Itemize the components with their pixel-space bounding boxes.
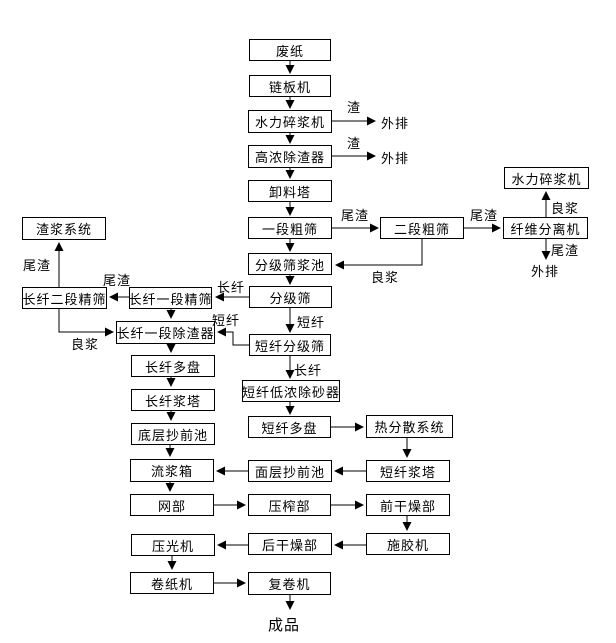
- node-sizing-machine: 施胶机: [366, 533, 450, 555]
- node-hydraulic-pulper-2: 水力碎浆机: [504, 167, 589, 189]
- edge-label-good-pulp-1: 良浆: [371, 271, 400, 286]
- node-high-consistency-cleaner: 高浓除渣器: [248, 145, 332, 168]
- node-discharge-outlet-2: 外排: [381, 152, 410, 167]
- node-chain-plate-machine: 链板机: [249, 75, 331, 97]
- flow-arrow: [58, 309, 114, 337]
- edge-label-long-fiber-2: 长纤: [294, 364, 323, 379]
- node-pre-dryer-section: 前干燥部: [366, 494, 450, 516]
- node-grading-screen-pulp-pool: 分级筛浆池: [248, 253, 332, 275]
- flow-arrow: [217, 327, 249, 346]
- node-surface-layer-machine-chest: 面层抄前池: [248, 460, 332, 482]
- edge-label-tail-slag-2: 尾渣: [470, 209, 499, 224]
- node-grading-screen: 分级筛: [249, 286, 332, 308]
- edge-label-tail-slag-5: 尾渣: [103, 274, 132, 289]
- node-long-fiber-multi-disc: 长纤多盘: [131, 355, 215, 377]
- node-fiber-separator: 纤维分离机: [503, 217, 588, 239]
- node-short-fiber-grading-screen: 短纤分级筛: [249, 334, 331, 356]
- node-long-fiber-fine-screen-stage1: 长纤一段精筛: [129, 287, 212, 309]
- node-hydraulic-pulper: 水力碎浆机: [248, 110, 332, 133]
- edge-label-slag-1: 渣: [347, 101, 362, 116]
- node-wire-section: 网部: [130, 494, 214, 516]
- node-heat-dispersion-system: 热分散系统: [366, 415, 453, 438]
- edge-label-short-fiber-1: 短纤: [212, 314, 241, 329]
- edge-label-long-fiber-1: 长纤: [217, 281, 246, 296]
- flow-arrow: [335, 239, 423, 270]
- edge-label-good-pulp-2: 良浆: [551, 202, 580, 217]
- node-short-fiber-low-consistency-sand-remover: 短纤低浓除砂器: [242, 380, 340, 402]
- node-slag-pulp-system: 渣浆系统: [22, 217, 106, 240]
- edge-label-tail-slag-3: 尾渣: [551, 244, 580, 259]
- node-discharge-outlet-1: 外排: [381, 117, 410, 132]
- node-finished-product: 成品: [268, 616, 301, 634]
- node-rewinder: 复卷机: [248, 572, 331, 595]
- node-coarse-screen-stage1: 一段粗筛: [248, 217, 332, 239]
- node-headbox: 流浆箱: [130, 459, 214, 482]
- node-short-fiber-multi-disc: 短纤多盘: [248, 416, 331, 438]
- node-discharge-tower: 卸料塔: [248, 180, 332, 202]
- node-short-fiber-pulp-tower: 短纤浆塔: [366, 460, 450, 482]
- node-paper-reel: 卷纸机: [130, 572, 214, 594]
- node-coarse-screen-stage2: 二段粗筛: [380, 217, 464, 239]
- edge-label-short-fiber-2: 短纤: [297, 316, 326, 331]
- edge-label-tail-slag-1: 尾渣: [341, 209, 370, 224]
- node-calender: 压光机: [131, 534, 215, 556]
- edge-label-good-pulp-3: 良浆: [71, 338, 100, 353]
- node-after-dryer-section: 后干燥部: [248, 533, 332, 555]
- node-discharge-outlet-3: 外排: [531, 265, 560, 280]
- node-press-section: 压榨部: [248, 494, 331, 516]
- edge-label-tail-slag-4: 尾渣: [23, 259, 52, 274]
- node-long-fiber-cleaner-stage1: 长纤一段除渣器: [116, 321, 215, 344]
- node-long-fiber-pulp-tower: 长纤浆塔: [131, 389, 215, 411]
- node-waste-paper: 废纸: [249, 39, 331, 61]
- node-bottom-layer-machine-chest: 底层抄前池: [131, 423, 215, 445]
- edge-label-slag-2: 渣: [347, 137, 362, 152]
- node-long-fiber-fine-screen-stage2: 长纤二段精筛: [22, 287, 107, 309]
